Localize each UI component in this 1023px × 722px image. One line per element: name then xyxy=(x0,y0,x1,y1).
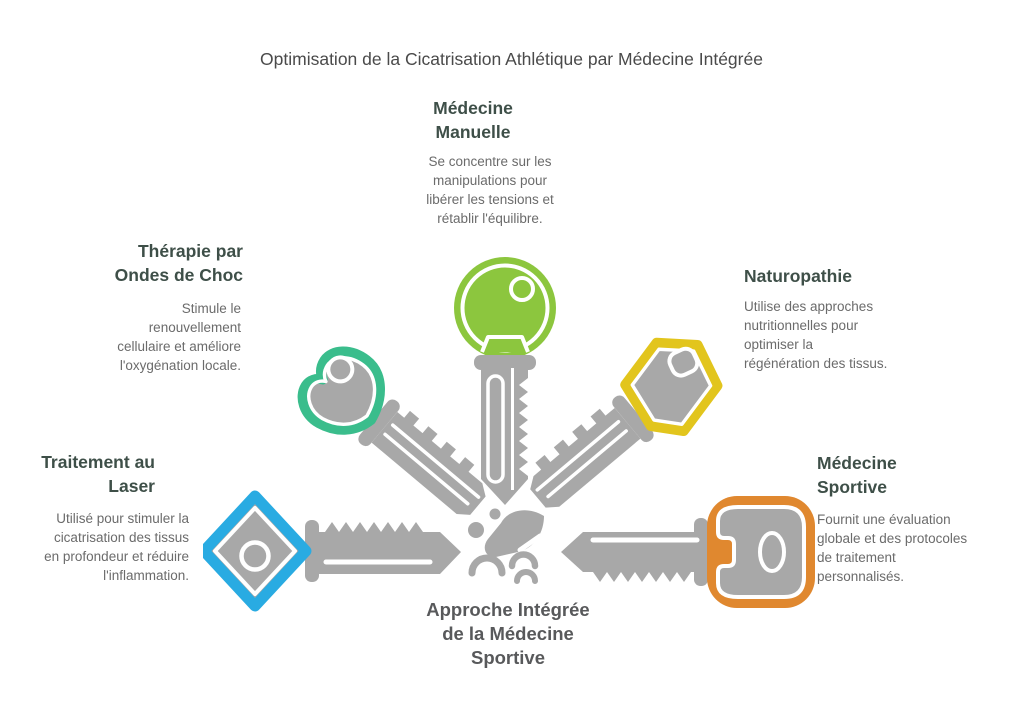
green-round-key-icon xyxy=(454,257,556,505)
center-label-line: Approche Intégrée xyxy=(426,599,590,620)
desc-line: globale et des protocoles xyxy=(817,531,968,546)
desc-line: de traitement xyxy=(817,550,896,565)
heading-therapie-ondes-de-choc: Thérapie par Ondes de Choc xyxy=(23,239,243,287)
desc-line: renouvellement xyxy=(148,320,241,335)
desc-line: Stimule le xyxy=(181,301,241,316)
massage-hand-icon xyxy=(468,508,544,584)
desc-line: l'oxygénation locale. xyxy=(119,358,241,373)
desc-line: personnalisés. xyxy=(817,569,905,584)
heading-medecine-manuelle: Médecine Manuelle xyxy=(373,96,573,144)
desc-medecine-sportive: Fournit une évaluation globale et des pr… xyxy=(817,510,1017,586)
heading-traitement-laser: Traitement au Laser xyxy=(5,450,155,498)
desc-therapie-ondes-de-choc: Stimule le renouvellement cellulaire et … xyxy=(21,299,241,375)
desc-line: Fournit une évaluation xyxy=(817,512,951,527)
heading-line: Manuelle xyxy=(435,122,511,142)
diagram-title: Optimisation de la Cicatrisation Athléti… xyxy=(260,49,763,69)
heading-line: Naturopathie xyxy=(744,266,852,286)
heading-line: Médecine xyxy=(817,453,897,473)
desc-naturopathie: Utilise des approches nutritionnelles po… xyxy=(744,297,964,373)
desc-line: manipulations pour xyxy=(432,173,548,188)
center-label-approche-integree: Approche Intégrée de la Médecine Sportiv… xyxy=(398,598,618,670)
heading-line: Thérapie par xyxy=(137,241,243,261)
heading-naturopathie: Naturopathie xyxy=(744,264,964,288)
heading-line: Traitement au xyxy=(41,452,155,472)
desc-line: Utilise des approches xyxy=(744,299,874,314)
desc-line: cicatrisation des tissus xyxy=(53,530,189,545)
heading-line: Laser xyxy=(108,476,155,496)
heading-line: Ondes de Choc xyxy=(114,265,243,285)
desc-line: en profondeur et réduire xyxy=(44,549,189,564)
desc-line: cellulaire et améliore xyxy=(117,339,241,354)
desc-line: optimiser la xyxy=(744,337,814,352)
center-label-line: Sportive xyxy=(470,647,546,668)
heading-line: Sportive xyxy=(817,477,888,497)
desc-line: Se concentre sur les xyxy=(428,154,552,169)
desc-medecine-manuelle: Se concentre sur les manipulations pour … xyxy=(380,152,600,228)
heading-medecine-sportive: Médecine Sportive xyxy=(817,451,997,499)
desc-line: rétablir l'équilibre. xyxy=(437,211,543,226)
blue-diamond-key-icon xyxy=(203,490,461,612)
desc-traitement-laser: Utilisé pour stimuler la cicatrisation d… xyxy=(4,509,189,585)
desc-line: régénération des tissus. xyxy=(744,356,888,371)
desc-line: libérer les tensions et xyxy=(426,192,554,207)
center-label-line: de la Médecine xyxy=(442,623,574,644)
desc-line: Utilisé pour stimuler la xyxy=(56,511,189,526)
heading-line: Médecine xyxy=(433,98,513,118)
orange-rect-key-icon xyxy=(561,496,815,608)
desc-line: nutritionnelles pour xyxy=(744,318,859,333)
desc-line: l'inflammation. xyxy=(103,568,189,583)
teal-clover-key-icon xyxy=(297,346,486,515)
yellow-hex-key-icon xyxy=(530,337,723,508)
